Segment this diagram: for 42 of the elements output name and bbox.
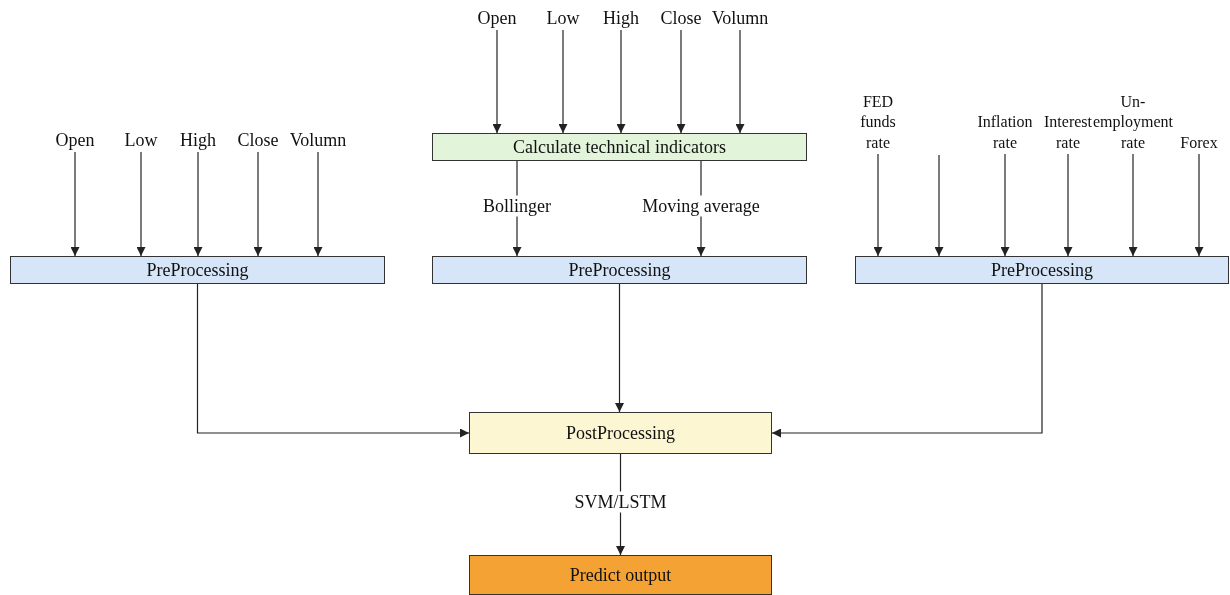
input-label: Close (660, 6, 702, 30)
process-box: PreProcessing (855, 256, 1229, 284)
process-box: PostProcessing (469, 412, 772, 454)
input-label: Volumn (711, 6, 769, 30)
input-label: Interest rate (1044, 112, 1092, 154)
edge-label: Moving average (639, 195, 763, 216)
input-label: Low (546, 6, 580, 30)
input-label: High (180, 128, 216, 152)
arrow (70, 151, 80, 257)
arrow (1128, 153, 1138, 257)
edge-label: Bollinger (480, 195, 554, 216)
arrow (615, 283, 624, 413)
arrow (1000, 153, 1010, 257)
arrow (558, 29, 568, 134)
process-box: Predict output (469, 555, 772, 595)
arrow (136, 151, 146, 257)
arrow (616, 29, 626, 134)
input-label: High (603, 6, 639, 30)
arrow (1063, 153, 1073, 257)
arrow (492, 29, 502, 134)
arrow (735, 29, 745, 134)
arrow (676, 29, 686, 134)
arrow (313, 151, 323, 257)
input-label: Un- employment rate (1093, 91, 1173, 154)
input-label: Open (55, 128, 95, 152)
arrow (193, 151, 203, 257)
arrow (196, 283, 470, 438)
arrow (873, 153, 883, 257)
process-box: PreProcessing (10, 256, 385, 284)
input-label: Volumn (289, 128, 347, 152)
arrow (253, 151, 263, 257)
arrow (1194, 153, 1204, 257)
input-label: Close (237, 128, 279, 152)
input-label: Inflation rate (977, 112, 1033, 154)
process-box: PreProcessing (432, 256, 807, 284)
arrow (771, 283, 1043, 438)
arrow (934, 154, 944, 257)
input-label: Forex (1180, 133, 1218, 154)
input-label: FED funds rate (860, 91, 896, 154)
input-label: Open (477, 6, 517, 30)
process-box: Calculate technical indicators (432, 133, 807, 161)
input-label: Low (124, 128, 158, 152)
